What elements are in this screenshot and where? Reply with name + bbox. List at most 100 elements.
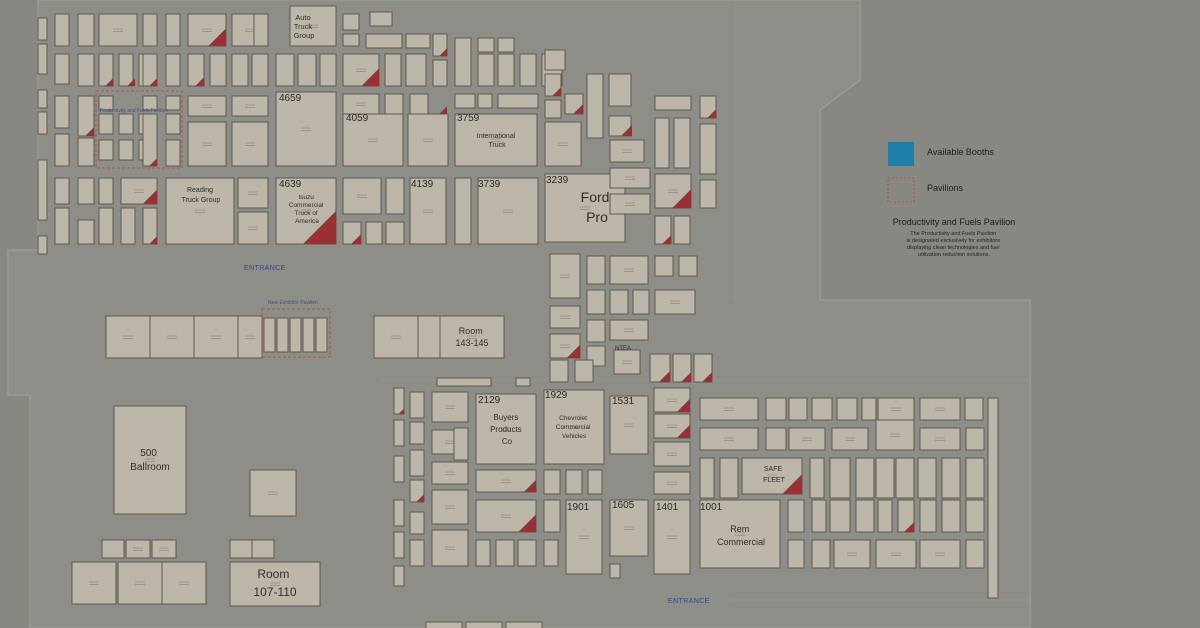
booth[interactable] [609,563,621,579]
booth[interactable] [811,397,833,421]
booth[interactable] [409,539,425,567]
booth[interactable] [77,177,95,205]
booth[interactable] [833,539,871,569]
booth[interactable] [517,539,537,567]
booth[interactable] [125,539,151,559]
booth[interactable] [519,53,537,87]
booth[interactable] [919,539,961,569]
booth[interactable] [237,177,269,209]
booth[interactable] [37,17,48,41]
booth[interactable] [877,397,915,421]
booth[interactable] [37,43,48,75]
booth[interactable] [342,33,360,47]
booth[interactable] [417,315,441,359]
booth[interactable] [454,113,538,167]
booth[interactable] [142,113,158,167]
booth[interactable] [829,499,851,533]
booth[interactable] [315,317,328,353]
booth[interactable] [431,461,469,485]
booth[interactable] [105,315,151,359]
booth[interactable] [609,193,651,215]
booth[interactable] [117,561,163,605]
booth[interactable] [54,133,70,167]
booth[interactable] [54,13,70,47]
booth[interactable] [229,561,321,607]
booth[interactable] [565,469,583,495]
booth[interactable] [165,95,181,111]
booth[interactable] [71,561,117,605]
booth[interactable] [613,349,641,375]
booth[interactable] [574,359,594,383]
booth[interactable] [941,499,961,533]
booth[interactable] [453,427,469,461]
booth[interactable] [405,33,431,49]
booth[interactable] [393,419,405,447]
booth[interactable] [987,397,999,599]
booth[interactable] [497,93,539,109]
booth[interactable] [118,53,134,87]
booth[interactable] [251,53,269,87]
booth[interactable] [965,499,985,533]
booth[interactable] [409,177,447,245]
booth[interactable] [373,315,419,359]
booth[interactable] [142,13,158,47]
booth[interactable] [120,207,136,245]
booth[interactable] [654,289,696,315]
booth[interactable] [608,73,632,107]
booth[interactable] [37,159,48,221]
booth[interactable] [405,53,427,87]
booth[interactable] [609,167,651,189]
booth[interactable] [765,427,787,451]
booth[interactable] [249,469,297,517]
booth[interactable] [98,113,114,135]
booth[interactable] [788,397,808,421]
booth[interactable] [37,235,48,255]
booth[interactable] [609,289,629,315]
booth[interactable] [161,561,207,605]
booth[interactable] [384,93,404,115]
booth[interactable] [653,471,691,495]
booth[interactable] [699,457,715,499]
booth[interactable] [836,397,858,421]
booth[interactable] [54,177,70,205]
booth[interactable] [895,457,915,499]
booth[interactable] [409,93,429,115]
booth[interactable] [831,427,869,451]
booth[interactable] [919,397,961,421]
booth[interactable] [543,389,605,465]
booth[interactable] [384,53,402,87]
booth[interactable] [609,499,649,557]
booth[interactable] [251,539,275,559]
booth[interactable] [765,397,787,421]
booth[interactable] [586,73,604,139]
booth[interactable] [425,621,463,628]
booth[interactable] [409,391,425,419]
booth[interactable] [297,53,317,87]
booth[interactable] [497,53,515,87]
booth[interactable] [409,511,425,535]
booth[interactable] [544,99,562,119]
booth[interactable] [237,211,269,245]
booth[interactable] [409,421,425,445]
booth[interactable] [965,539,985,569]
booth[interactable] [165,177,235,245]
booth[interactable] [407,113,449,167]
booth[interactable] [875,419,915,451]
booth[interactable] [543,499,561,533]
booth[interactable] [165,53,181,87]
booth[interactable] [165,13,181,47]
booth[interactable] [193,315,239,359]
booth[interactable] [142,95,158,111]
booth[interactable] [544,49,566,71]
booth[interactable] [465,621,503,628]
booth[interactable] [543,539,559,567]
booth[interactable] [673,117,691,169]
booth[interactable] [609,255,649,285]
booth[interactable] [342,177,382,215]
booth[interactable] [875,457,895,499]
booth[interactable] [477,93,493,109]
booth[interactable] [431,529,469,567]
booth[interactable] [811,539,831,569]
booth[interactable] [565,499,603,575]
booth[interactable] [263,317,276,353]
